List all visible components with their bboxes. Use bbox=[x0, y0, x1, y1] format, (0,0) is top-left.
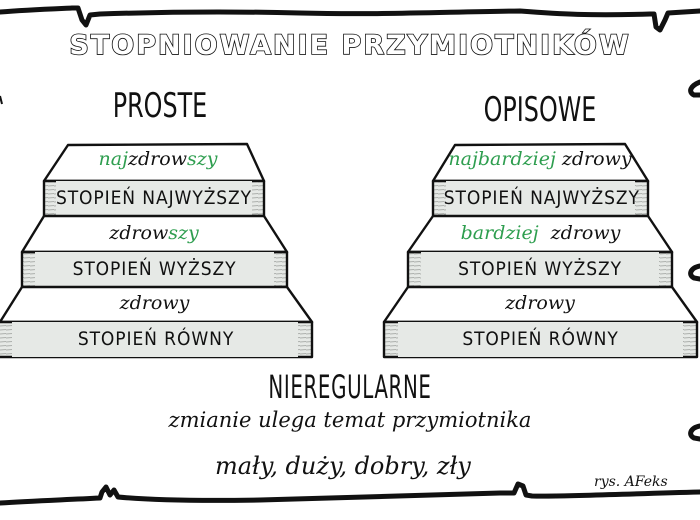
page-title: STOPNIOWANIE PRZYMIOTNIKÓW bbox=[69, 29, 631, 62]
example-stem: zdrow bbox=[109, 222, 169, 244]
example-prefix: naj bbox=[98, 148, 128, 170]
column-heading-opisowe: OPISOWE bbox=[483, 90, 597, 130]
example-proste-najwyzszy: najzdrowszy bbox=[68, 148, 248, 170]
example-prefix: najbardziej bbox=[448, 148, 556, 170]
top-border-line bbox=[0, 5, 700, 33]
example-stem: zdrowy bbox=[119, 292, 190, 314]
example-stem: zdrowy bbox=[555, 148, 632, 170]
example-stem: zdrowy bbox=[538, 222, 621, 244]
example-proste-rowny: zdrowy bbox=[22, 292, 287, 314]
bottom-border-line bbox=[0, 481, 700, 506]
example-prefix: bardziej bbox=[460, 222, 539, 244]
example-proste-wyzszy: zdrowszy bbox=[44, 222, 264, 244]
example-stem: zdrow bbox=[128, 148, 187, 170]
irregular-heading: NIEREGULARNE bbox=[268, 368, 432, 406]
example-suffix: szy bbox=[168, 222, 199, 244]
right-border-squiggle-2 bbox=[688, 263, 700, 282]
example-opisowe-wyzszy: bardziej zdrowy bbox=[433, 222, 648, 244]
label-proste-wyzszy: STOPIEŃ WYŻSZY bbox=[72, 258, 237, 280]
staircase-right bbox=[382, 142, 699, 359]
right-border-squiggle-3 bbox=[688, 423, 700, 442]
irregular-examples: mały, duży, dobry, zły bbox=[215, 452, 471, 480]
example-opisowe-rowny: zdrowy bbox=[408, 292, 672, 314]
example-opisowe-najwyzszy: najbardziej zdrowy bbox=[440, 148, 640, 170]
column-heading-proste: PROSTE bbox=[112, 86, 208, 126]
example-stem: zdrowy bbox=[505, 292, 575, 314]
staircase-left bbox=[0, 142, 314, 359]
author-signature: rys. AFeks bbox=[594, 474, 668, 490]
label-opisowe-wyzszy: STOPIEŃ WYŻSZY bbox=[458, 258, 622, 280]
label-proste-rowny: STOPIEŃ RÓWNY bbox=[77, 328, 235, 350]
left-border-tick bbox=[0, 95, 3, 105]
example-suffix: szy bbox=[186, 148, 218, 170]
label-proste-najwyzszy: STOPIEŃ NAJWYŻSZY bbox=[55, 187, 253, 209]
right-border-squiggle-1 bbox=[688, 79, 700, 98]
irregular-description: zmianie ulega temat przymiotnika bbox=[168, 408, 532, 432]
label-opisowe-rowny: STOPIEŃ RÓWNY bbox=[462, 328, 619, 350]
label-opisowe-najwyzszy: STOPIEŃ NAJWYŻSZY bbox=[443, 187, 640, 209]
